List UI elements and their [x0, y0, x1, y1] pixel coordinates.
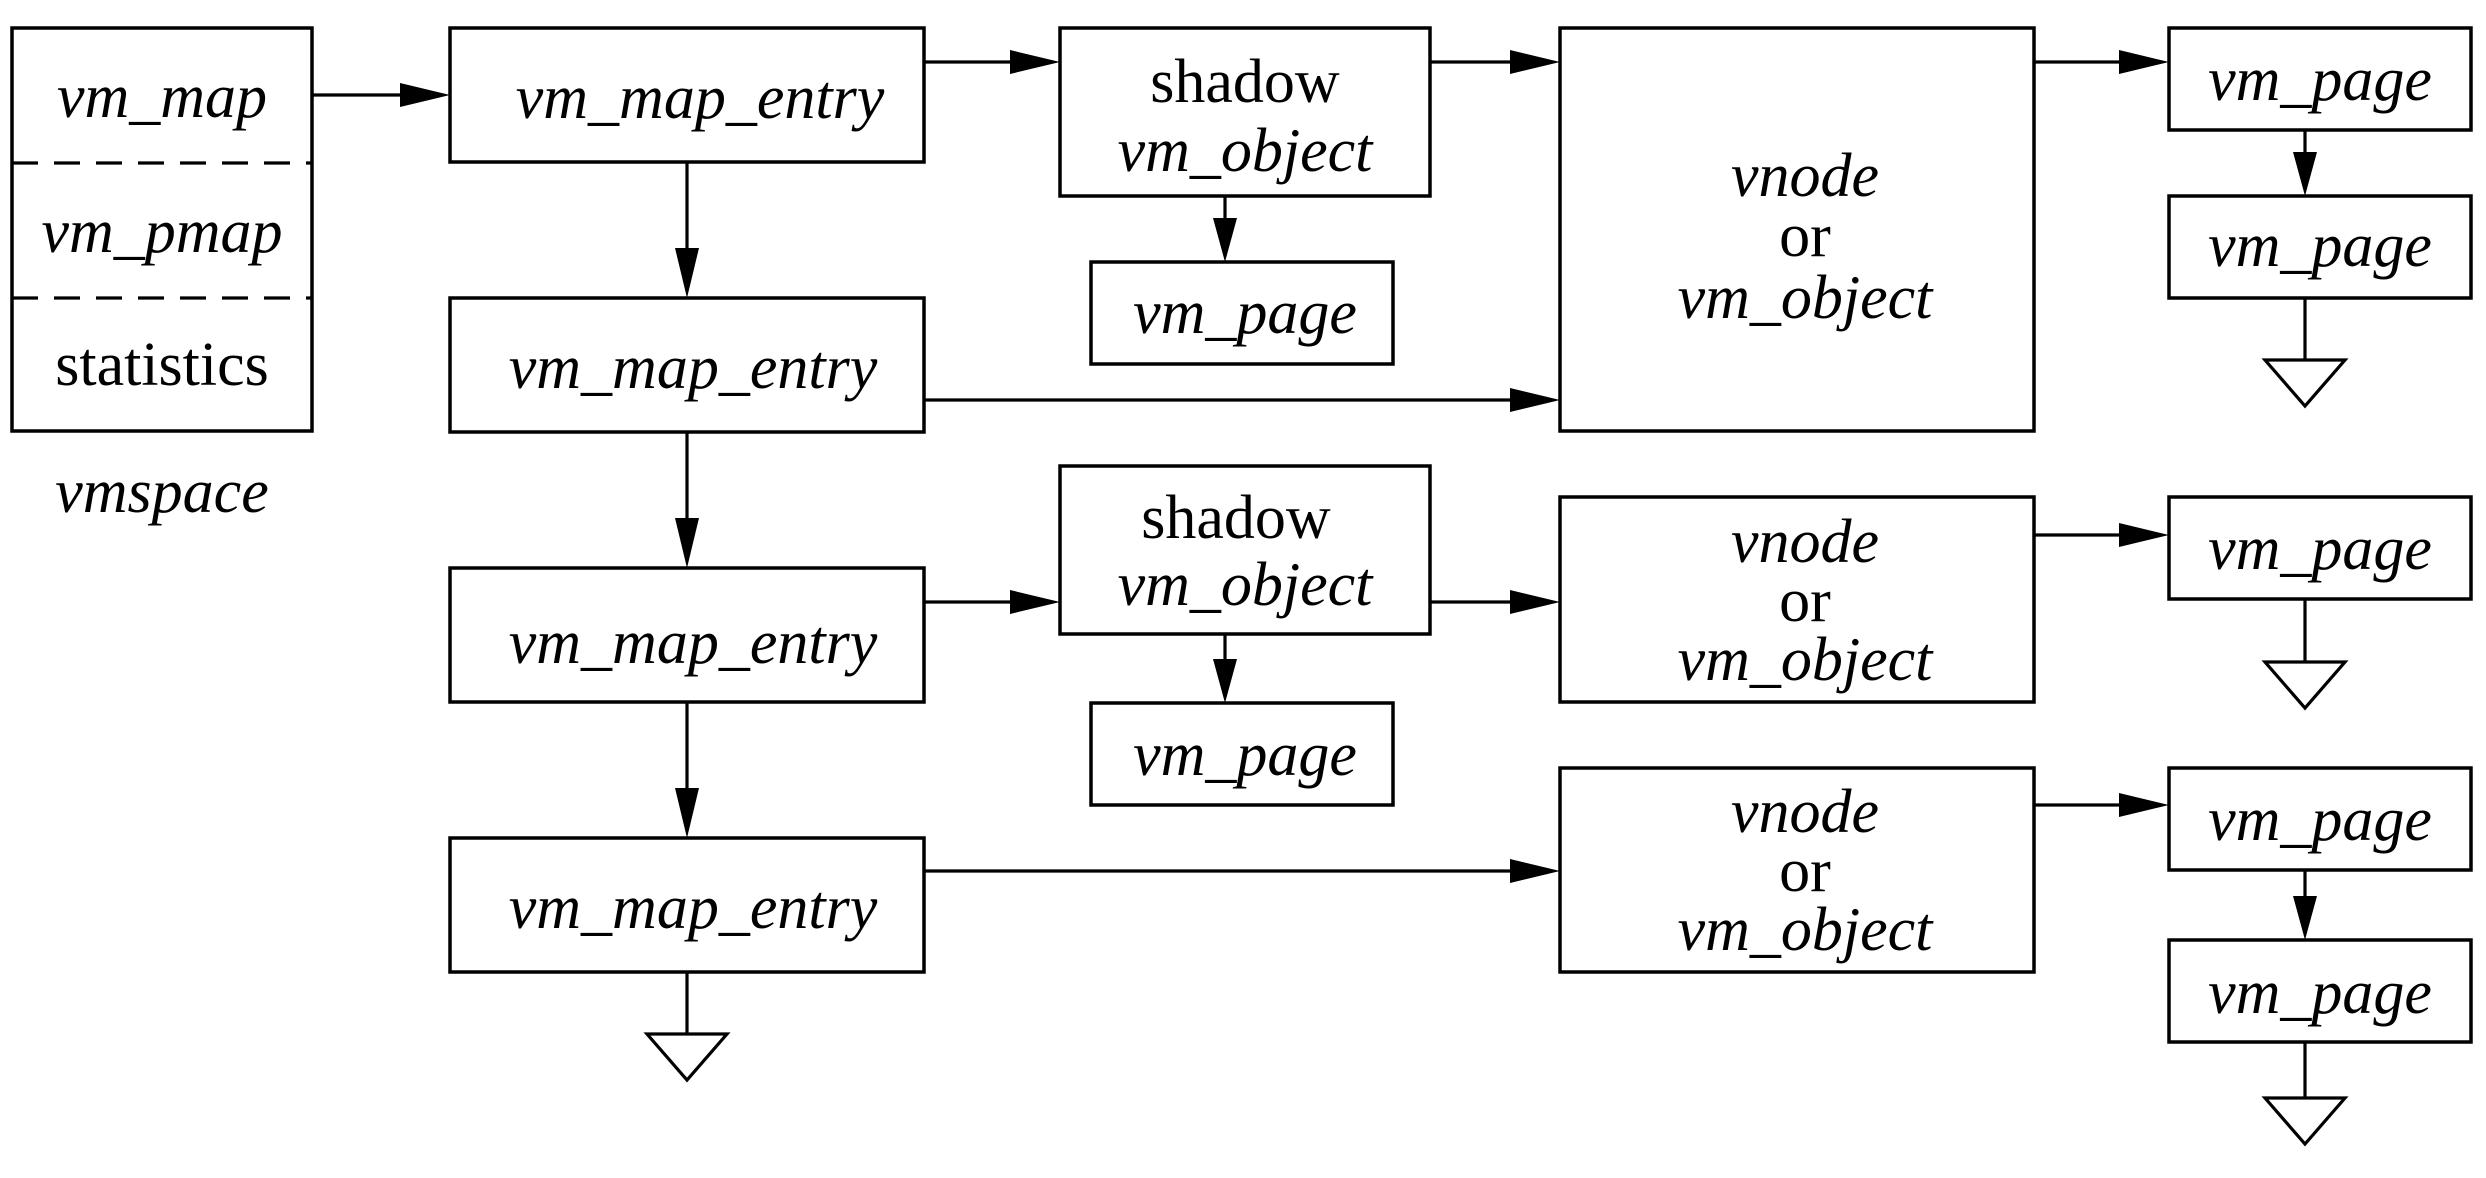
- arrow-head: [2119, 523, 2169, 547]
- vnode-object-box: [1558, 766, 2036, 974]
- map-entry-2: vm_map_entry: [448, 566, 926, 704]
- vnode-object-0: vnode or vm_object: [1558, 26, 2036, 433]
- vnode-label: vnode: [1731, 778, 1879, 846]
- arrow-head: [2293, 896, 2317, 940]
- page-0-1: vm_page: [2167, 194, 2473, 300]
- page-label: vm_page: [2208, 515, 2432, 583]
- shadow-object-box: [1058, 26, 1432, 198]
- arrow-head: [1213, 659, 1237, 703]
- page-1-0: vm_page: [2167, 495, 2473, 601]
- or-label: or: [1779, 567, 1831, 635]
- vnode-object-1: vnode or vm_object: [1558, 495, 2036, 704]
- vnode-object-2: vnode or vm_object: [1558, 766, 2036, 974]
- shadow-object-0: shadow vm_object: [1058, 26, 1432, 198]
- map-entry-1: vm_map_entry: [448, 296, 926, 434]
- shadow-label: shadow: [1150, 48, 1340, 116]
- arrow-head: [2119, 50, 2169, 74]
- page-2-1: vm_page: [2167, 938, 2473, 1044]
- vmspace-outline: [10, 26, 314, 433]
- page-label: vm_page: [1133, 279, 1357, 347]
- arrow-head: [1213, 218, 1237, 262]
- vm-object-label: vm_object: [1118, 551, 1375, 619]
- shadow-object-box: [1058, 464, 1432, 636]
- map-entry-0: vm_map_entry: [448, 26, 926, 164]
- vm-pmap-label: vm_pmap: [41, 198, 282, 266]
- shadow-page-1: vm_page: [1089, 701, 1395, 807]
- page-label: vm_page: [2208, 786, 2432, 854]
- page-2-0: vm_page: [2167, 766, 2473, 872]
- vm-object-label: vm_object: [1678, 626, 1935, 694]
- page-box: [2167, 26, 2473, 132]
- page-box: [2167, 938, 2473, 1044]
- or-label: or: [1779, 837, 1831, 905]
- arrow-head: [400, 83, 450, 107]
- null-terminator-icon: [2261, 1096, 2349, 1147]
- map-entry-label: vm_map_entry: [509, 874, 878, 942]
- page-label: vm_page: [2208, 212, 2432, 280]
- shadow-object-1: shadow vm_object: [1058, 464, 1432, 636]
- vm-object-label: vm_object: [1118, 117, 1375, 185]
- page-label: vm_page: [2208, 46, 2432, 114]
- page-box: [2167, 194, 2473, 300]
- map-entry-label: vm_map_entry: [516, 64, 885, 132]
- shadow-page-0: vm_page: [1089, 260, 1395, 366]
- page-label: vm_page: [2208, 959, 2432, 1027]
- arrow-head: [1510, 859, 1560, 883]
- statistics-label: statistics: [55, 331, 269, 399]
- connector-arrows: [312, 50, 2317, 940]
- null-terminator-icon: [2261, 660, 2349, 711]
- page-box: [1089, 260, 1395, 366]
- arrow-head: [675, 518, 699, 568]
- vm-map-label: vm_map: [57, 63, 267, 131]
- arrow-head: [1010, 590, 1060, 614]
- map-entry-label: vm_map_entry: [509, 334, 878, 402]
- arrow-head: [1510, 590, 1560, 614]
- arrow-head: [1510, 388, 1560, 412]
- vnode-object-box: [1558, 26, 2036, 433]
- page-label: vm_page: [1133, 721, 1357, 789]
- page-box: [2167, 495, 2473, 601]
- map-entry-box: [448, 26, 926, 164]
- null-terminator-icon: [2261, 358, 2349, 409]
- map-entry-label: vm_map_entry: [509, 609, 878, 677]
- vnode-label: vnode: [1731, 142, 1879, 210]
- or-label: or: [1779, 202, 1831, 270]
- vmspace-caption: vmspace: [55, 458, 268, 526]
- map-entry-box: [448, 566, 926, 704]
- null-terminators: [643, 298, 2349, 1147]
- shadow-label: shadow: [1141, 484, 1331, 552]
- null-terminator-icon: [643, 1032, 731, 1083]
- vm-object-label: vm_object: [1678, 896, 1935, 964]
- page-box: [1089, 701, 1395, 807]
- page-box: [2167, 766, 2473, 872]
- arrow-head: [1510, 50, 1560, 74]
- map-entry-3: vm_map_entry: [448, 836, 926, 974]
- vm-object-label: vm_object: [1678, 264, 1935, 332]
- arrow-head: [2293, 152, 2317, 196]
- arrow-head: [675, 248, 699, 298]
- page-0-0: vm_page: [2167, 26, 2473, 132]
- vnode-object-box: [1558, 495, 2036, 704]
- vmspace-box: vm_map vm_pmap statistics: [10, 26, 314, 433]
- arrow-head: [675, 788, 699, 838]
- arrow-head: [2119, 793, 2169, 817]
- arrow-head: [1010, 50, 1060, 74]
- vnode-label: vnode: [1731, 508, 1879, 576]
